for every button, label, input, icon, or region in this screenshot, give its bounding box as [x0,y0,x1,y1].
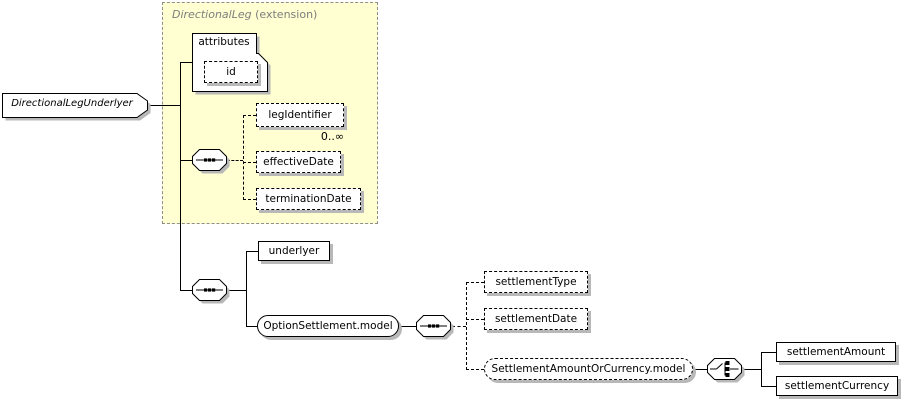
connector-line-dashed [243,115,256,116]
model-group-settlementamountorcurrency[interactable]: SettlementAmountOrCurrency.model [484,358,693,380]
connector-line-dashed [243,115,244,200]
sequence-icon-settlement[interactable] [416,315,455,341]
element-settlementdate[interactable]: settlementDate [484,308,588,330]
element-settlementtype[interactable]: settlementType [484,271,588,293]
connector-line-dashed [466,282,484,283]
connector-line-dashed [227,160,243,161]
choice-icon[interactable] [707,358,746,384]
sequence-icon-main[interactable] [192,279,231,305]
element-settlementcurrency[interactable]: settlementCurrency [776,376,898,396]
connector-line-dashed [243,199,256,200]
element-underlyer[interactable]: underlyer [258,241,330,261]
extension-suffix-label: (extension) [251,8,318,21]
connector-line-dashed [243,162,256,163]
connector-line [181,160,192,161]
connector-line-dashed [452,326,466,327]
extension-panel-title: DirectionalLeg (extension) [172,8,317,21]
connector-line [743,369,761,370]
connector-line [246,251,247,327]
sequence-icon-leg[interactable] [192,149,231,175]
element-effectivedate[interactable]: effectiveDate [256,151,341,173]
connector-line [761,352,762,387]
connector-line [246,326,257,327]
connector-line-dashed [466,282,467,370]
attributes-group-label: attributes [198,36,250,48]
model-group-optionsettlement[interactable]: OptionSettlement.model [257,315,399,337]
connector-line [761,386,776,387]
connector-line [181,290,192,291]
connector-line [246,251,258,252]
connector-line-dashed [466,319,484,320]
connector-line [227,290,246,291]
extension-base-type-label: DirectionalLeg [172,8,252,21]
connector-line-dashed [466,369,484,370]
connector-line [181,62,192,63]
connector-line [148,105,181,106]
connector-line [180,62,181,291]
attribute-id[interactable]: id [204,61,258,83]
connector-line [693,369,707,370]
element-terminationdate[interactable]: terminationDate [256,188,361,210]
root-element-label: DirectionalLegUnderlyer [11,98,133,109]
occurrence-label: 0..∞ [320,130,344,143]
element-directionallegunderlyer[interactable]: DirectionalLegUnderlyer [2,93,154,123]
root-element-shape [2,93,151,121]
connector-line [761,352,776,353]
element-settlementamount[interactable]: settlementAmount [776,342,896,362]
connector-line [399,326,416,327]
element-legidentifier[interactable]: legIdentifier [256,103,344,127]
